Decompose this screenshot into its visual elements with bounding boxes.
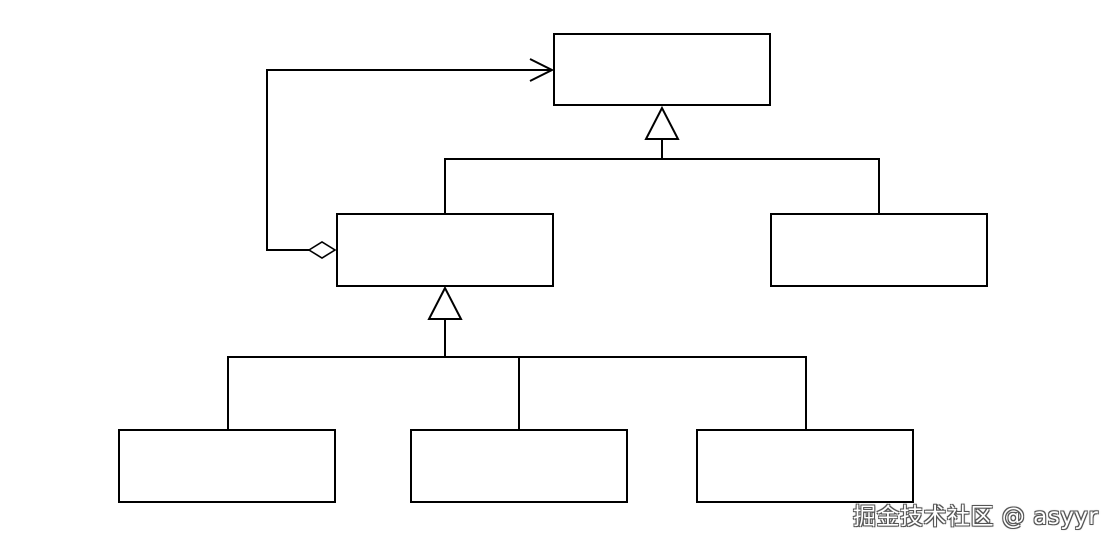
- inheritance-connector-bottom: [227, 285, 807, 429]
- class-box-concrete-2: [410, 429, 628, 503]
- class-box-concrete-1: [118, 429, 336, 503]
- generalization-triangle-icon: [427, 285, 463, 320]
- open-arrowhead-icon: [529, 58, 555, 82]
- generalization-triangle-icon: [644, 105, 680, 140]
- class-box-leaf: [770, 213, 988, 287]
- aggregation-diamond-icon: [307, 241, 337, 259]
- class-box-component: [553, 33, 771, 106]
- watermark: 掘金技术社区 @ asyyr: [853, 504, 1099, 530]
- inheritance-connector-top: [444, 105, 880, 213]
- inheritance-line-to-leaf: [662, 158, 880, 213]
- class-box-composite: [336, 213, 554, 287]
- inheritance-line-to-concrete-1: [227, 356, 445, 429]
- inheritance-line-to-concrete-3: [519, 356, 807, 429]
- inheritance-line-to-concrete-2: [445, 356, 520, 429]
- aggregation-line: [266, 69, 552, 251]
- inheritance-line-to-composite: [444, 158, 662, 213]
- class-box-concrete-3: [696, 429, 914, 503]
- aggregation-connector: [266, 58, 555, 259]
